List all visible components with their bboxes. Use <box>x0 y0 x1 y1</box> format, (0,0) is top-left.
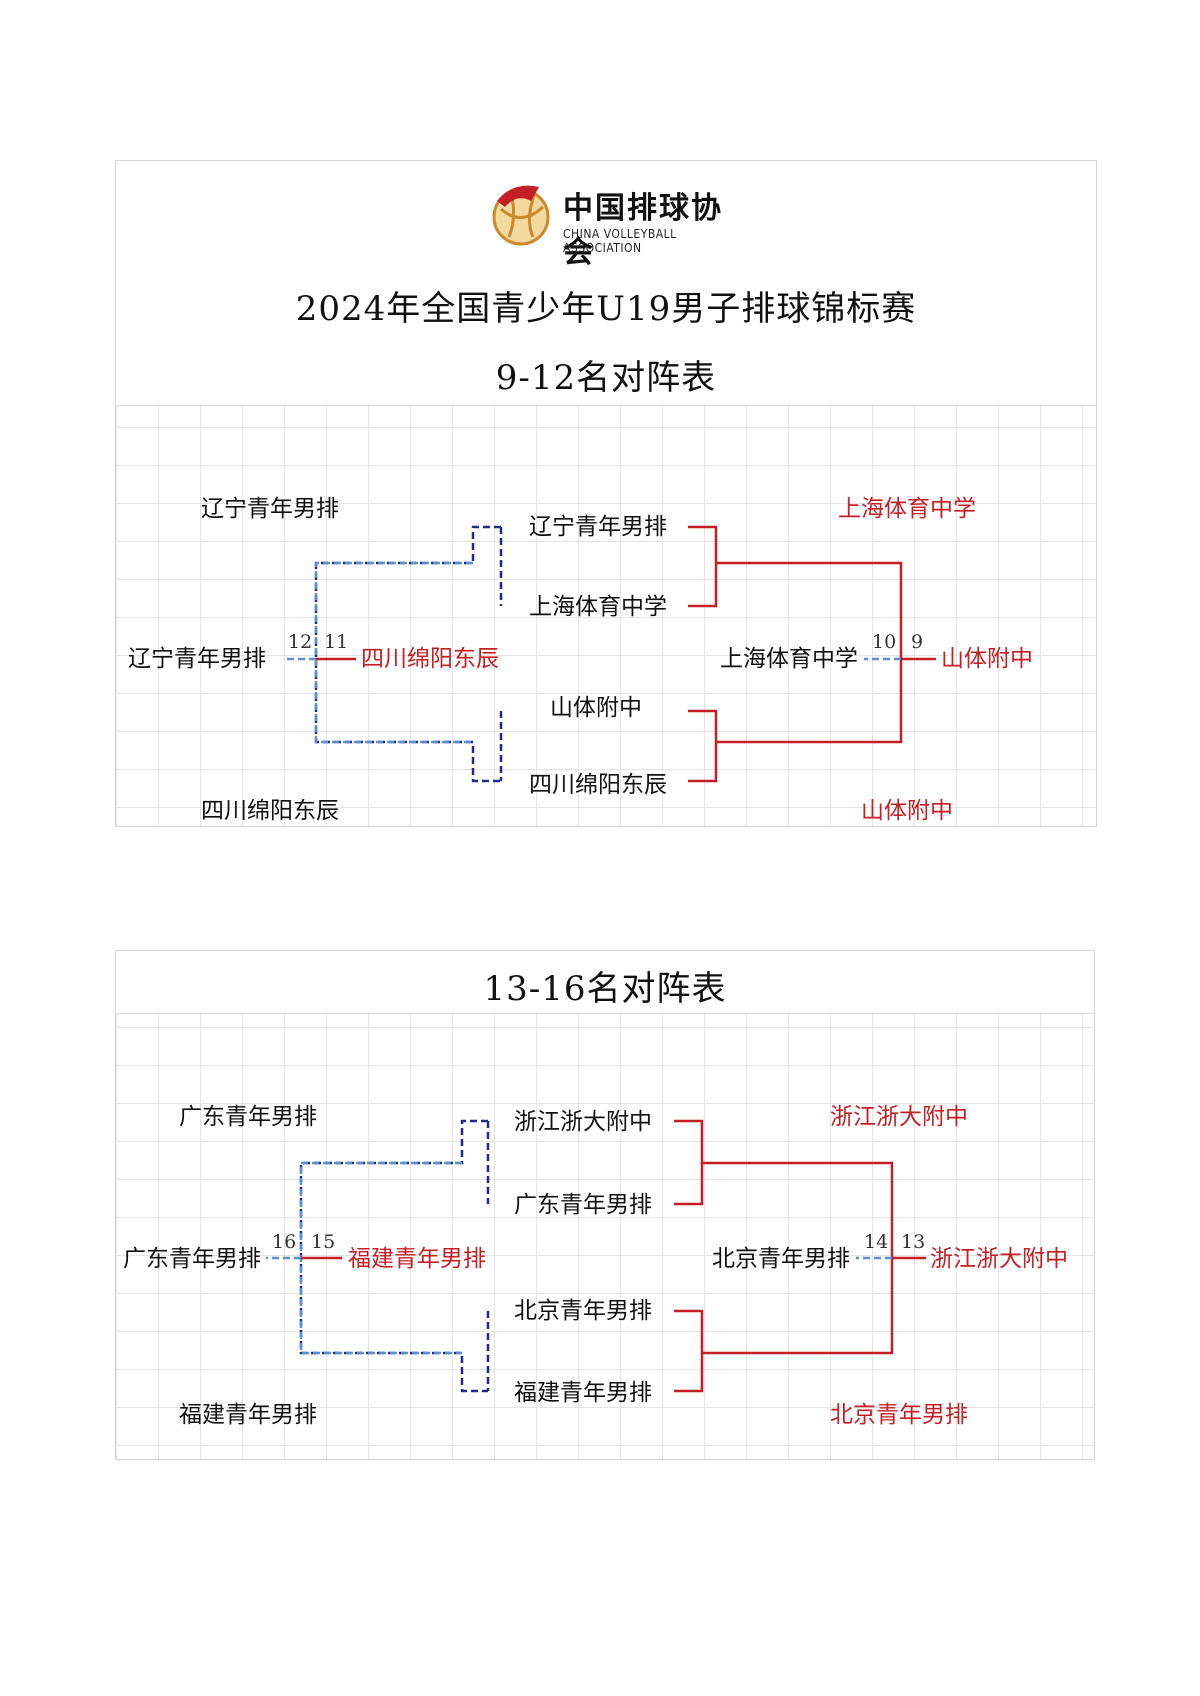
semi-top-team-2: 上海体育中学 <box>529 594 667 620</box>
semi-top-team-1: 辽宁青年男排 <box>529 514 667 540</box>
winner-final-loser: 北京青年男排 <box>712 1246 850 1272</box>
place-9: 9 <box>911 631 924 653</box>
logo-name-en: CHINA VOLLEYBALL ASSOCIATION <box>563 227 677 255</box>
semi-top-team-1: 浙江浙大附中 <box>514 1109 652 1135</box>
place-14: 14 <box>864 1231 889 1253</box>
winner-final-bottom-label: 山体附中 <box>861 798 953 824</box>
heading-row-13-16: 13-16名对阵表 <box>116 951 1094 1014</box>
loser-bracket-light <box>314 561 473 744</box>
loser-final-loser: 辽宁青年男排 <box>128 646 266 672</box>
semi-top-team-2: 广东青年男排 <box>514 1192 652 1218</box>
winner-final-loser: 上海体育中学 <box>720 646 858 672</box>
logo-row: 中国排球协会 CHINA VOLLEYBALL ASSOCIATION <box>116 161 1096 270</box>
bracket-panel-13-16: 13-16名对阵表 广东青年男排 福建青年男排 广东青年男排 福建青年男排 16… <box>115 950 1095 1460</box>
bracket-lines-13-16 <box>266 1119 926 1393</box>
volleyball-emblem-icon <box>492 185 550 246</box>
winner-semi-bottom <box>674 1309 704 1393</box>
loser-final-bottom-label: 四川绵阳东辰 <box>201 798 339 824</box>
place-15: 15 <box>311 1231 336 1253</box>
loser-final-winner: 福建青年男排 <box>348 1246 486 1272</box>
place-12: 12 <box>288 631 313 653</box>
place-13: 13 <box>901 1231 926 1253</box>
winner-final-bottom-label: 北京青年男排 <box>830 1402 968 1428</box>
semi-bottom-team-2: 四川绵阳东辰 <box>529 772 667 798</box>
page-title: 2024年全国青少年U19男子排球锦标赛 <box>295 289 917 329</box>
winner-final-winner: 浙江浙大附中 <box>930 1246 1068 1272</box>
loser-final-top-label: 广东青年男排 <box>179 1104 317 1130</box>
winner-final-top-label: 上海体育中学 <box>838 496 976 522</box>
place-10: 10 <box>872 631 897 653</box>
winner-final-top-label: 浙江浙大附中 <box>830 1104 968 1130</box>
winner-semi-top <box>688 525 718 608</box>
bracket-lines-9-12 <box>284 525 936 783</box>
winner-semi-bottom <box>688 709 718 783</box>
loser-final-loser: 广东青年男排 <box>123 1246 261 1272</box>
loser-final-winner: 四川绵阳东辰 <box>361 646 499 672</box>
loser-final-top-label: 辽宁青年男排 <box>201 496 339 522</box>
bracket-heading: 9-12名对阵表 <box>495 358 717 398</box>
bracket-heading: 13-16名对阵表 <box>483 969 727 1009</box>
winner-semi-top <box>674 1119 704 1206</box>
association-logo: 中国排球协会 CHINA VOLLEYBALL ASSOCIATION <box>491 179 731 270</box>
semi-bottom-team-1: 北京青年男排 <box>514 1298 652 1324</box>
place-16: 16 <box>272 1231 297 1253</box>
winner-bracket-outer <box>716 561 903 744</box>
bracket-panel-9-12: 中国排球协会 CHINA VOLLEYBALL ASSOCIATION 2024… <box>115 160 1097 827</box>
logo-name-cn: 中国排球协会 <box>563 191 723 270</box>
heading-row-9-12: 9-12名对阵表 <box>116 336 1096 406</box>
place-11: 11 <box>324 631 349 653</box>
winner-final-winner: 山体附中 <box>941 646 1033 672</box>
semi-bottom-team-2: 福建青年男排 <box>514 1380 652 1406</box>
loser-final-bottom-label: 福建青年男排 <box>179 1402 317 1428</box>
semi-bottom-team-1: 山体附中 <box>550 695 642 721</box>
